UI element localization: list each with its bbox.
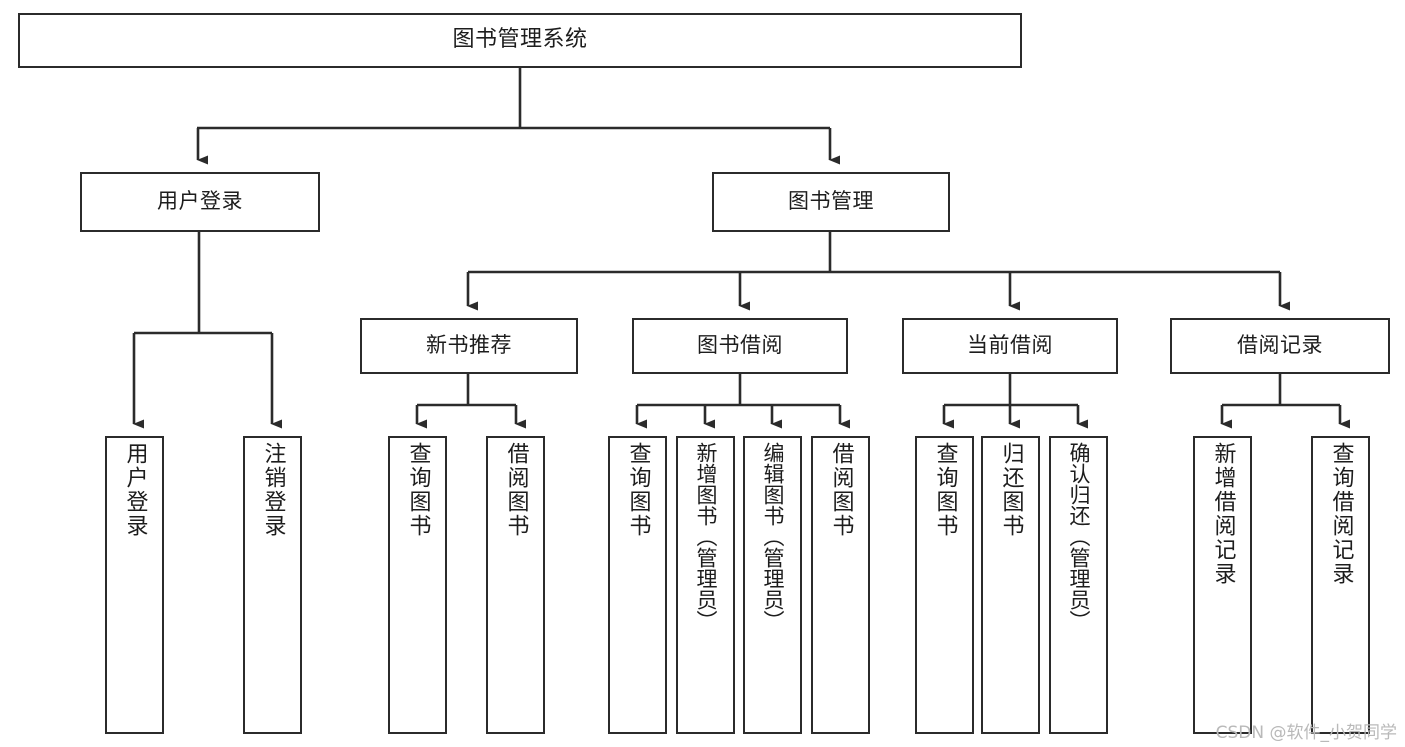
leaf-confirm-return-admin-label: 确认归还（管理员） bbox=[1067, 442, 1091, 631]
leaf-return-book[interactable]: 归还图书 bbox=[981, 436, 1040, 734]
leaf-add-borrow-record[interactable]: 新增借阅记录 bbox=[1193, 436, 1252, 734]
node-current-borrow-label: 当前借阅 bbox=[967, 333, 1053, 358]
leaf-query-borrow-record-label: 查询借阅记录 bbox=[1328, 442, 1354, 586]
leaf-add-book-admin-label: 新增图书（管理员） bbox=[694, 442, 718, 631]
leaf-user-login[interactable]: 用户登录 bbox=[105, 436, 164, 734]
leaf-query-borrow-record[interactable]: 查询借阅记录 bbox=[1311, 436, 1370, 734]
watermark: CSDN @软件_小贺同学 bbox=[1215, 723, 1397, 743]
node-new-book-recommend-label: 新书推荐 bbox=[426, 333, 512, 358]
leaf-lend-book[interactable]: 借阅图书 bbox=[811, 436, 870, 734]
node-borrow-record-label: 借阅记录 bbox=[1237, 333, 1323, 358]
leaf-add-borrow-record-label: 新增借阅记录 bbox=[1210, 442, 1236, 586]
node-book-management[interactable]: 图书管理 bbox=[712, 172, 950, 232]
leaf-borrow-book-recommend[interactable]: 借阅图书 bbox=[486, 436, 545, 734]
leaf-borrow-book-recommend-label: 借阅图书 bbox=[503, 442, 529, 538]
node-current-borrow[interactable]: 当前借阅 bbox=[902, 318, 1118, 374]
node-borrow-record[interactable]: 借阅记录 bbox=[1170, 318, 1390, 374]
leaf-return-book-label: 归还图书 bbox=[998, 442, 1024, 538]
leaf-query-book-borrow-label: 查询图书 bbox=[625, 442, 651, 538]
node-book-borrow[interactable]: 图书借阅 bbox=[632, 318, 848, 374]
leaf-user-login-label: 用户登录 bbox=[122, 442, 148, 538]
leaf-lend-book-label: 借阅图书 bbox=[828, 442, 854, 538]
node-book-management-label: 图书管理 bbox=[788, 189, 874, 214]
leaf-edit-book-admin-label: 编辑图书（管理员） bbox=[761, 442, 785, 631]
node-user-login[interactable]: 用户登录 bbox=[80, 172, 320, 232]
leaf-confirm-return-admin[interactable]: 确认归还（管理员） bbox=[1049, 436, 1108, 734]
node-user-login-label: 用户登录 bbox=[157, 189, 243, 214]
leaf-edit-book-admin[interactable]: 编辑图书（管理员） bbox=[743, 436, 802, 734]
leaf-logout-label: 注销登录 bbox=[260, 442, 286, 538]
node-root[interactable]: 图书管理系统 bbox=[18, 13, 1022, 68]
leaf-query-book-current-label: 查询图书 bbox=[932, 442, 958, 538]
node-new-book-recommend[interactable]: 新书推荐 bbox=[360, 318, 578, 374]
leaf-add-book-admin[interactable]: 新增图书（管理员） bbox=[676, 436, 735, 734]
node-book-borrow-label: 图书借阅 bbox=[697, 333, 783, 358]
leaf-query-book-current[interactable]: 查询图书 bbox=[915, 436, 974, 734]
leaf-query-book-borrow[interactable]: 查询图书 bbox=[608, 436, 667, 734]
leaf-query-book-recommend-label: 查询图书 bbox=[405, 442, 431, 538]
leaf-logout[interactable]: 注销登录 bbox=[243, 436, 302, 734]
leaf-query-book-recommend[interactable]: 查询图书 bbox=[388, 436, 447, 734]
node-root-label: 图书管理系统 bbox=[452, 27, 588, 53]
